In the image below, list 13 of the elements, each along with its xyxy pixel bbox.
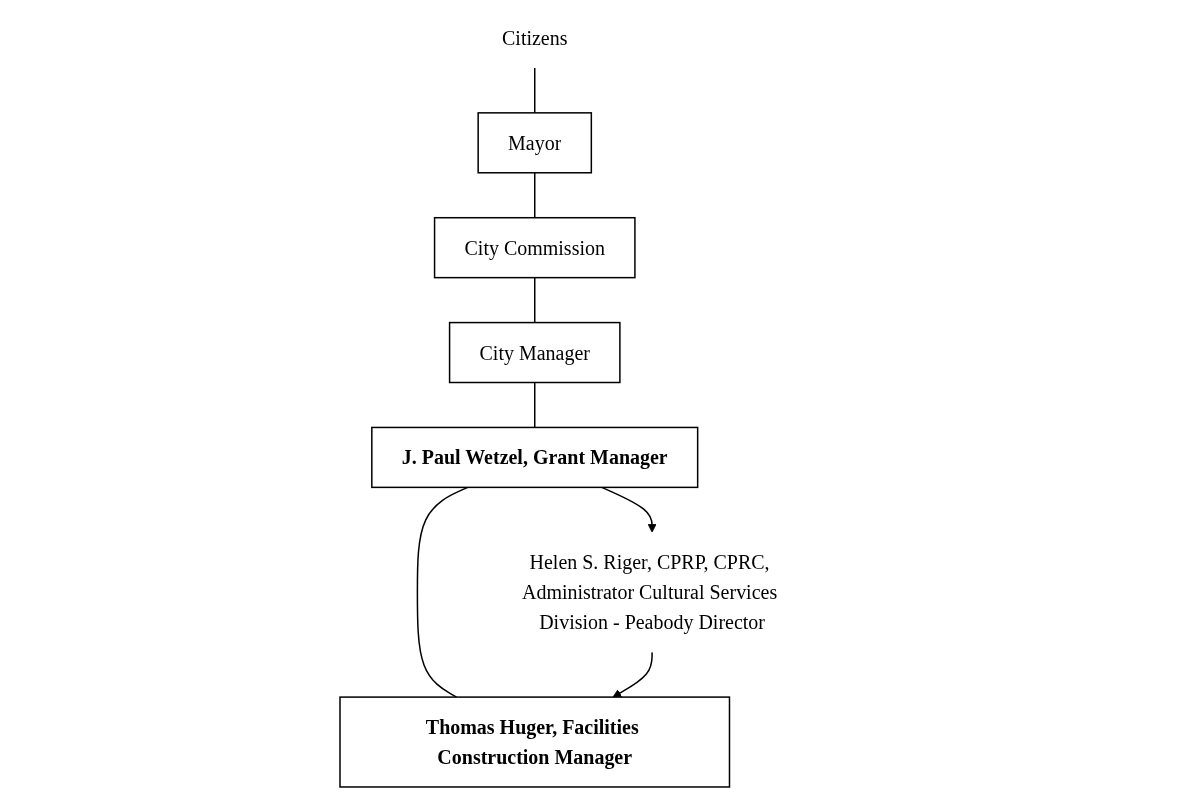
connector bbox=[533, 381, 536, 429]
connector bbox=[533, 67, 536, 114]
connector bbox=[533, 276, 536, 324]
node-box: Mayor bbox=[477, 112, 592, 174]
node-box: City Commission bbox=[433, 217, 636, 279]
arrow bbox=[612, 651, 653, 698]
node-text: Citizens bbox=[501, 26, 568, 49]
node-box: J. Paul Wetzel, Grant Manager bbox=[370, 426, 698, 489]
connector bbox=[533, 172, 536, 219]
node-text: Helen S. Riger, CPRP, CPRC, Administrator Cultural Services Division - Peabody Director bbox=[521, 551, 777, 634]
connector bbox=[416, 486, 468, 698]
node-box: Thomas Huger, Facilities Construction Manager bbox=[338, 696, 730, 788]
node-box: City Manager bbox=[448, 321, 621, 384]
